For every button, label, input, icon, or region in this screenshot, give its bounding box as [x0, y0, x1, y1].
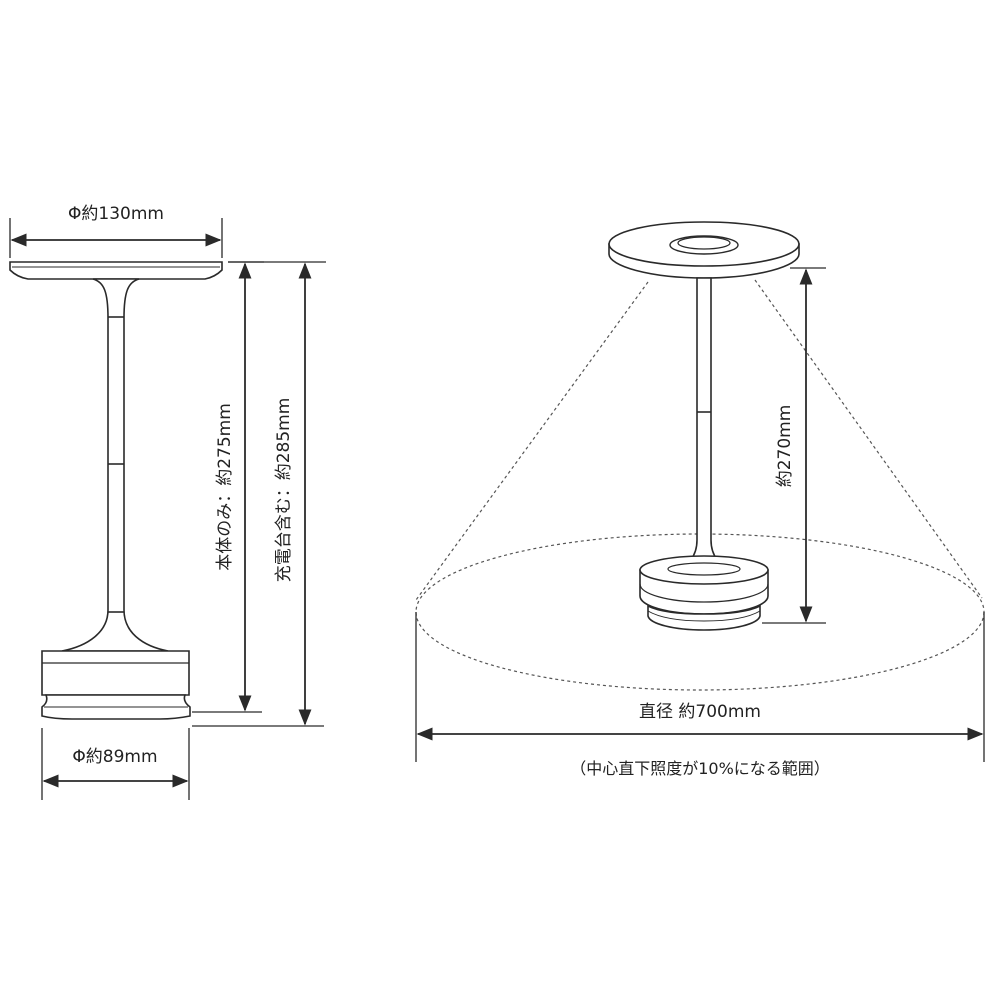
right-dimensions — [415, 267, 985, 762]
base-diameter-label: Φ約89mm — [72, 747, 157, 767]
light-diameter-label: 直径 約700mm — [639, 702, 761, 722]
charger-3d — [647, 604, 761, 631]
light-height-label: 約270mm — [775, 405, 795, 488]
left-lamp-drawing — [9, 261, 223, 720]
light-note-label: （中心直下照度が10%になる範囲） — [570, 759, 830, 778]
lamp-base-side — [41, 650, 190, 696]
right-lamp-drawing — [608, 221, 800, 631]
charger-height-label: 充電台含む：約285mm — [274, 398, 294, 583]
lamp-neck — [61, 278, 169, 652]
body-height-label: 本体のみ：約275mm — [215, 403, 235, 571]
lamp-stem-3d — [675, 277, 733, 571]
top-diameter-label: Φ約130mm — [68, 204, 164, 224]
lamp-shade-side — [9, 261, 223, 280]
left-dimensions — [9, 218, 326, 800]
